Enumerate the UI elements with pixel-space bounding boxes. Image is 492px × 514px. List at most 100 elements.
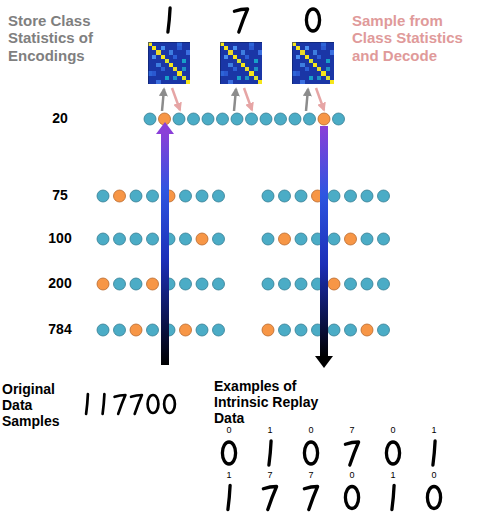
layer-size: 784 — [28, 321, 92, 337]
active-neuron — [147, 278, 159, 290]
replay-image — [304, 442, 317, 464]
neuron — [262, 233, 274, 245]
neuron — [144, 113, 156, 125]
neuron — [246, 113, 258, 125]
neuron — [147, 190, 159, 202]
sample-class-label: 1 — [260, 425, 280, 435]
layer-size: 75 — [28, 187, 92, 203]
digit-image — [306, 9, 319, 31]
digit-image — [234, 9, 247, 32]
neuron — [130, 190, 142, 202]
neuron — [180, 278, 192, 290]
active-neuron — [130, 324, 142, 336]
neuron — [188, 113, 200, 125]
covariance-matrix — [220, 42, 262, 84]
neuron — [304, 113, 316, 125]
sample-class-label: 0 — [383, 425, 403, 435]
neuron — [213, 233, 225, 245]
replay-image — [433, 441, 435, 465]
neuron — [289, 113, 301, 125]
sample-class-label: 1 — [219, 470, 239, 480]
neuron — [260, 113, 272, 125]
neuron — [114, 278, 126, 290]
store-note: Store Class Statistics of Encodings — [8, 12, 126, 64]
neuron — [295, 190, 307, 202]
neuron — [378, 278, 390, 290]
replay-image — [345, 487, 358, 509]
neuron — [231, 113, 243, 125]
neuron — [180, 190, 192, 202]
neuron — [378, 324, 390, 336]
neuron — [213, 278, 225, 290]
covariance-matrix — [148, 42, 190, 84]
neuron — [328, 233, 340, 245]
neuron — [147, 324, 159, 336]
neuron — [130, 233, 142, 245]
neuron — [361, 278, 373, 290]
layer-size: 100 — [28, 230, 92, 246]
neuron — [279, 190, 291, 202]
neuron — [180, 233, 192, 245]
covariance-matrix — [292, 42, 334, 84]
digit-image — [164, 395, 175, 413]
neuron — [217, 113, 229, 125]
section-label: Examples of Intrinsic Replay Data — [214, 378, 346, 426]
sample-note: Sample from Class Statistics and Decode — [352, 12, 480, 64]
sample-class-label: 0 — [301, 425, 321, 435]
sample-class-label: 0 — [424, 470, 444, 480]
store-arrow — [234, 89, 236, 111]
sample-arrow — [172, 88, 180, 110]
neuron — [97, 324, 109, 336]
encode-arrow — [161, 133, 169, 365]
digit-image — [103, 394, 105, 414]
neuron — [262, 278, 274, 290]
neuron — [147, 233, 159, 245]
neuron — [345, 324, 357, 336]
active-neuron — [361, 324, 373, 336]
decode-arrow — [320, 126, 328, 357]
neuron — [295, 324, 307, 336]
replay-image — [427, 487, 440, 509]
replay-image — [263, 487, 276, 510]
neuron — [173, 113, 185, 125]
neuron — [97, 190, 109, 202]
sample-arrow — [316, 88, 324, 110]
store-arrow — [162, 89, 164, 111]
digit-image — [148, 395, 159, 413]
sample-class-label: 7 — [260, 470, 280, 480]
neuron — [196, 324, 208, 336]
active-neuron — [196, 233, 208, 245]
active-neuron — [345, 233, 357, 245]
digit-image — [86, 394, 88, 414]
neuron — [196, 190, 208, 202]
neuron — [196, 278, 208, 290]
neuron — [275, 113, 287, 125]
sample-class-label: 1 — [383, 470, 403, 480]
replay-image — [386, 442, 399, 464]
neuron — [279, 278, 291, 290]
digit-image — [131, 395, 142, 414]
replay-image — [304, 487, 317, 510]
neuron — [361, 233, 373, 245]
neuron — [114, 324, 126, 336]
neuron — [378, 233, 390, 245]
neuron — [130, 278, 142, 290]
neuron — [114, 233, 126, 245]
sample-class-label: 0 — [342, 470, 362, 480]
sample-class-label: 7 — [342, 425, 362, 435]
neuron — [295, 278, 307, 290]
active-neuron — [279, 233, 291, 245]
neuron — [328, 190, 340, 202]
sample-class-label: 7 — [301, 470, 321, 480]
sample-class-label: 0 — [219, 425, 239, 435]
active-neuron — [97, 278, 109, 290]
neuron — [213, 324, 225, 336]
replay-image — [392, 485, 394, 509]
active-neuron — [114, 190, 126, 202]
neuron — [345, 278, 357, 290]
section-label: Original Data Samples — [2, 381, 78, 429]
neuron — [262, 190, 274, 202]
neuron — [202, 113, 214, 125]
sample-arrow — [244, 88, 252, 110]
sample-class-label: 1 — [424, 425, 444, 435]
